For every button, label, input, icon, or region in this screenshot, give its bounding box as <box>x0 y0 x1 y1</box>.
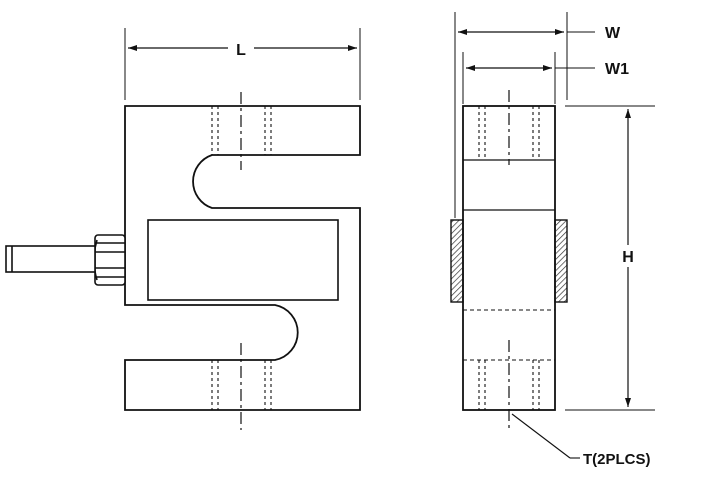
cable-gland <box>93 234 126 286</box>
height-label: H <box>622 249 634 266</box>
height-dimension <box>565 105 655 411</box>
width-dimension <box>454 12 595 218</box>
thread-leader <box>511 413 571 459</box>
top-thread-hole <box>211 106 272 155</box>
width-label: W <box>605 25 621 42</box>
inner-width-label: W1 <box>605 61 629 78</box>
cable <box>5 245 96 273</box>
length-label: L <box>236 42 246 59</box>
left-cover-plate <box>450 219 464 303</box>
center-recess <box>147 219 339 301</box>
length-dimension <box>124 28 361 100</box>
s-body-outline <box>124 105 361 411</box>
side-thread-holes <box>478 106 540 410</box>
thread-label: T(2PLCS) <box>583 451 651 468</box>
bottom-thread-hole <box>211 360 272 410</box>
front-view: L <box>5 28 361 430</box>
side-view: W W1 H <box>450 12 655 459</box>
right-cover-plate <box>554 219 568 303</box>
inner-width-dimension <box>462 52 595 104</box>
